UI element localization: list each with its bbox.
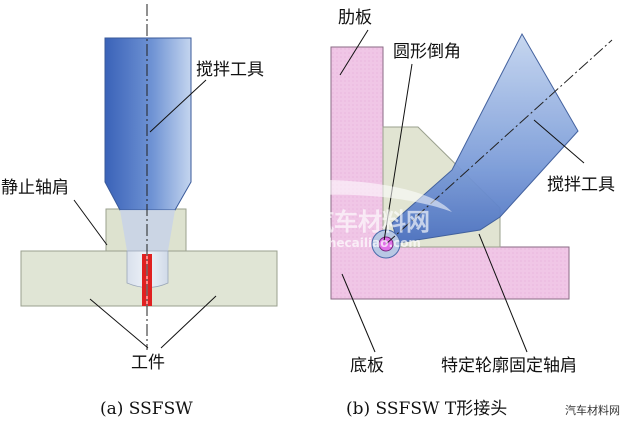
watermark-corner-text: 汽车材料网 bbox=[565, 403, 620, 417]
stir-tool-body bbox=[104, 37, 192, 211]
leader-stir-tool-b bbox=[533, 119, 585, 164]
leader-rib bbox=[339, 29, 369, 76]
leader-workpiece-right bbox=[160, 295, 217, 349]
panel-b: 肋板 圆形倒角 搅拌工具 底板 特定轮廓固定轴肩 (b) SSFSW T形接头 bbox=[330, 8, 615, 419]
leader-stationary-shoulder bbox=[73, 199, 108, 246]
leader-fillet bbox=[383, 63, 413, 242]
stir-tool-body-b bbox=[391, 32, 579, 244]
caption-b: (b) SSFSW T形接头 bbox=[346, 399, 507, 419]
label-workpiece: 工件 bbox=[131, 353, 165, 373]
label-fillet: 圆形倒角 bbox=[393, 42, 461, 62]
watermark-main-text: 中国汽车材料网 bbox=[262, 208, 430, 236]
leader-stir-tool-a bbox=[149, 79, 207, 133]
leader-base-plate bbox=[341, 273, 376, 353]
tool-axis-line-b bbox=[385, 39, 613, 245]
label-stir-tool-b: 搅拌工具 bbox=[547, 175, 615, 195]
caption-a: (a) SSFSW bbox=[100, 399, 193, 419]
label-stationary-shoulder: 静止轴肩 bbox=[1, 178, 69, 198]
label-stir-tool-a: 搅拌工具 bbox=[196, 60, 264, 80]
label-rib: 肋板 bbox=[338, 8, 372, 28]
rib-and-base-plate bbox=[330, 46, 570, 300]
leader-profiled-shoulder bbox=[478, 233, 528, 353]
watermark-logo-swoosh bbox=[206, 179, 452, 236]
watermark: 中国汽车材料网 www.qichecailiao.com 汽车材料网 bbox=[206, 179, 620, 417]
watermark-url-text: www.qichecailiao.com bbox=[271, 236, 421, 250]
label-base-plate: 底板 bbox=[350, 356, 384, 376]
leader-workpiece-left bbox=[89, 298, 149, 349]
panel-a: 搅拌工具 静止轴肩 工件 (a) SSFSW bbox=[1, 4, 278, 419]
label-profiled-shoulder: 特定轮廓固定轴肩 bbox=[441, 356, 577, 376]
